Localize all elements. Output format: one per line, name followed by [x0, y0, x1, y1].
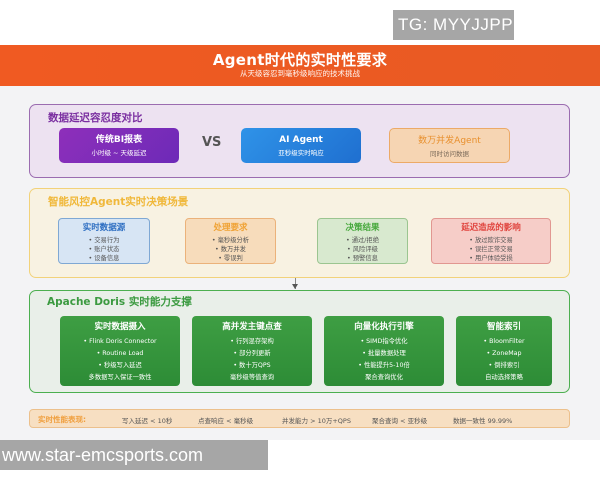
box-title: 传统BI报表 [95, 135, 143, 145]
card-title: 向量化执行引擎 [354, 322, 414, 332]
card-item: • 部分列更新 [233, 350, 271, 357]
card-item: • 交易行为 [88, 237, 120, 244]
card-title: 决策结果 [345, 223, 380, 233]
box-subtitle: 同时访问数据 [430, 150, 469, 158]
card-item: • Flink Doris Connector [83, 338, 157, 345]
metric-aggregation: 聚合查询 < 亚秒级 [372, 417, 428, 425]
page-subtitle: 从天级容忍到毫秒级响应的技术挑战 [240, 69, 360, 78]
card-item: • 预警信息 [347, 255, 378, 262]
section-title: 智能风控Agent实时决策场景 [48, 196, 189, 208]
metric-write-latency: 写入延迟 < 10秒 [122, 417, 173, 425]
latency-comparison-section: 数据延迟容忍度对比 传统BI报表 小时级 ~ 天级延迟 VS AI Agent … [29, 104, 570, 178]
metric-point-query: 点查响应 < 毫秒级 [198, 417, 254, 425]
box-title: 数万并发Agent [418, 136, 481, 146]
card-item: • 零误判 [218, 255, 243, 262]
card-item: • 设备信息 [88, 255, 120, 262]
card-title: 实时数据源 [82, 223, 126, 233]
box-subtitle: 亚秒级实时响应 [278, 149, 324, 157]
card-item: 自动选择策略 [485, 374, 523, 381]
card-item: • 秒级写入延迟 [98, 362, 142, 369]
card-title: 高并发主键点查 [222, 322, 282, 332]
card-title: 延迟造成的影响 [461, 223, 521, 233]
card-item: • 用户体验受损 [469, 255, 513, 262]
metrics-label: 实时性能表现: [38, 415, 86, 424]
header-banner: Agent时代的实时性要求 从天级容忍到毫秒级响应的技术挑战 [0, 45, 600, 86]
risk-control-section: 智能风控Agent实时决策场景 实时数据源 • 交易行为 • 账户状态 • 设备… [29, 188, 570, 278]
card-title: 智能索引 [486, 322, 521, 332]
card-item: • Routine Load [96, 350, 144, 357]
latency-impact-card: 延迟造成的影响 • 放过欺诈交易 • 误拦正常交易 • 用户体验受损 [431, 218, 551, 264]
card-item: • 倒排索引 [488, 362, 520, 369]
card-item: 聚合查询优化 [365, 374, 403, 381]
card-item: • 放过欺诈交易 [469, 237, 513, 244]
card-item: • ZoneMap [486, 350, 522, 357]
card-item: • 行列混存架构 [230, 338, 274, 345]
card-item: • 毫秒级分析 [211, 237, 250, 244]
traditional-bi-box: 传统BI报表 小时级 ~ 天级延迟 [59, 128, 179, 163]
card-item: • 风险评级 [347, 246, 378, 253]
point-query-card: 高并发主键点查 • 行列混存架构 • 部分列更新 • 数十万QPS 毫秒级等值查… [192, 316, 312, 386]
card-item: • 数万并发 [215, 246, 246, 253]
box-subtitle: 小时级 ~ 天级延迟 [91, 149, 147, 157]
card-item: 毫秒级等值查询 [229, 374, 275, 381]
doris-capabilities-section: Apache Doris 实时能力支撑 实时数据摄入 • Flink Doris… [29, 290, 570, 393]
card-item: • SIMD指令优化 [360, 338, 408, 345]
page-title: Agent时代的实时性要求 [212, 51, 388, 69]
card-title: 处理要求 [213, 223, 248, 233]
card-item: • 误拦正常交易 [469, 246, 513, 253]
realtime-source-card: 实时数据源 • 交易行为 • 账户状态 • 设备信息 [58, 218, 150, 264]
concurrent-agents-box: 数万并发Agent 同时访问数据 [389, 128, 510, 163]
smart-index-card: 智能索引 • BloomFilter • ZoneMap • 倒排索引 自动选择… [456, 316, 552, 386]
down-arrow-icon [292, 278, 298, 289]
vs-label: VS [202, 135, 222, 150]
watermark-tg: TG: MYYJJPP [393, 10, 514, 40]
card-item: • BloomFilter [483, 338, 525, 345]
card-item: • 通过/拒绝 [345, 237, 380, 244]
vectorized-engine-card: 向量化执行引擎 • SIMD指令优化 • 批量数据处理 • 性能提升5-10倍 … [324, 316, 444, 386]
performance-metrics-bar: 实时性能表现: 写入延迟 < 10秒 点查响应 < 毫秒级 并发能力 > 10万… [29, 409, 570, 428]
card-item: 多数据写入保证一致性 [88, 374, 152, 381]
realtime-ingest-card: 实时数据摄入 • Flink Doris Connector • Routine… [60, 316, 180, 386]
box-title: AI Agent [279, 135, 323, 145]
section-title: Apache Doris 实时能力支撑 [47, 296, 192, 308]
ai-agent-box: AI Agent 亚秒级实时响应 [241, 128, 361, 163]
section-title: 数据延迟容忍度对比 [48, 112, 143, 124]
metric-concurrency: 并发能力 > 10万+QPS [282, 417, 351, 425]
card-item: • 账户状态 [88, 246, 120, 253]
card-item: • 性能提升5-10倍 [358, 362, 410, 369]
watermark-url: www.star-emcsports.com [0, 440, 268, 470]
decision-result-card: 决策结果 • 通过/拒绝 • 风险评级 • 预警信息 [317, 218, 408, 264]
metric-consistency: 数据一致性 99.99% [453, 417, 513, 425]
card-item: • 数十万QPS [233, 362, 271, 369]
card-item: • 批量数据处理 [362, 350, 406, 357]
processing-requirements-card: 处理要求 • 毫秒级分析 • 数万并发 • 零误判 [185, 218, 276, 264]
card-title: 实时数据摄入 [94, 322, 146, 332]
